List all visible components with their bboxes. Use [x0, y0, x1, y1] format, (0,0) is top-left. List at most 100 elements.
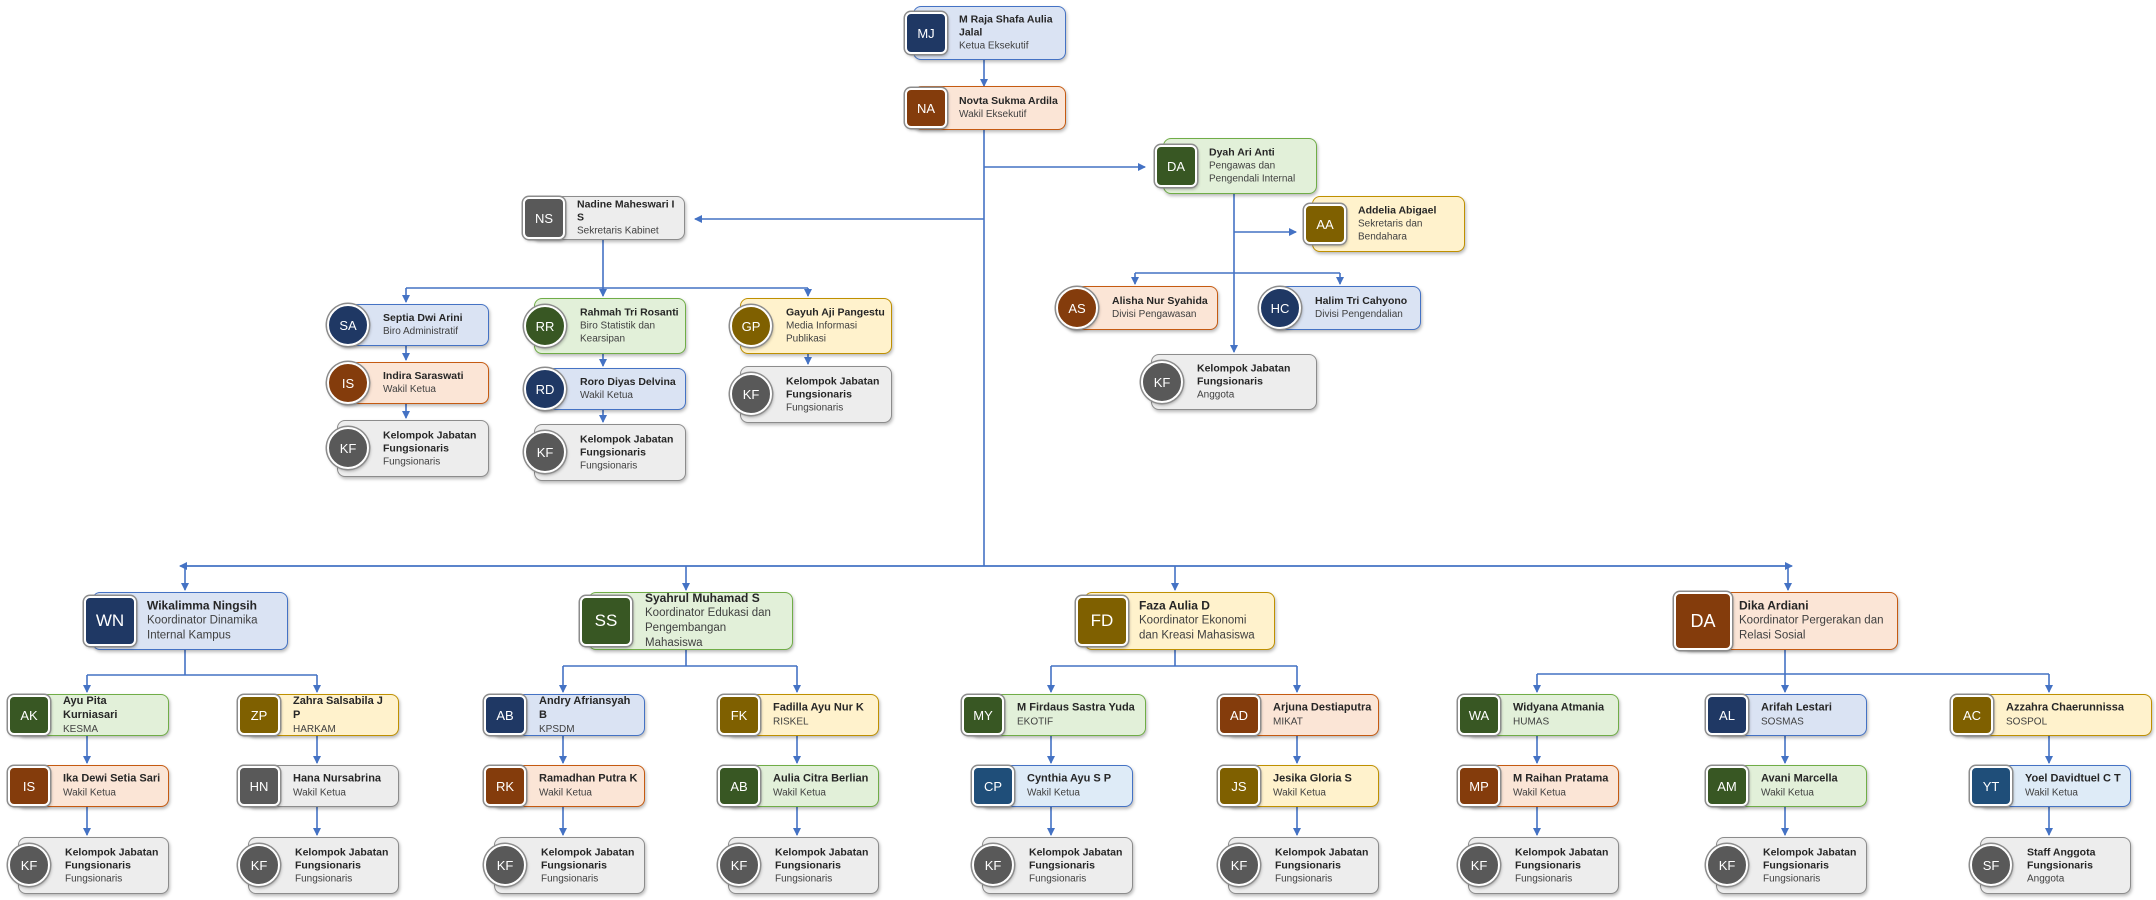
node-media-informasi-kf[interactable]: Kelompok Jabatan Fungsionaris Fungsionar…: [728, 366, 892, 423]
node-ekotif-wakil[interactable]: Cynthia Ayu S P Wakil Ketua CP: [970, 765, 1133, 807]
node-name: Kelompok Jabatan Fungsionaris: [1197, 362, 1291, 388]
node-name: Dyah Ari Anti: [1209, 146, 1275, 159]
node-harkam-wakil[interactable]: Hana Nursabrina Wakil Ketua HN: [236, 765, 399, 807]
avatar: SS: [580, 596, 632, 646]
node-kf-pengawas[interactable]: Kelompok Jabatan Fungsionaris Anggota KF: [1139, 354, 1317, 410]
node-kpsdm-kf[interactable]: Kelompok Jabatan Fungsionaris Fungsionar…: [482, 837, 645, 894]
avatar: AB: [484, 695, 526, 735]
node-mikat-wakil[interactable]: Jesika Gloria S Wakil Ketua JS: [1216, 765, 1379, 807]
node-role: MIKAT: [1273, 716, 1303, 728]
node-name: Azzahra Chaerunnissa: [2006, 701, 2124, 714]
node-name: Kelompok Jabatan Fungsionaris: [580, 432, 674, 458]
node-kesma[interactable]: Ayu Pita Kurniasari KESMA AK: [6, 694, 169, 736]
node-role: Wakil Ketua: [1513, 787, 1566, 799]
node-role: Wakil Ketua: [63, 787, 116, 799]
node-role: Wakil Ketua: [293, 787, 346, 799]
avatar: CP: [972, 766, 1014, 806]
avatar: AA: [1304, 204, 1346, 244]
node-koordinator-ekonomi[interactable]: Faza Aulia D Koordinator Ekonomi dan Kre…: [1074, 592, 1275, 650]
node-humas-wakil[interactable]: M Raihan Pratama Wakil Ketua MP: [1456, 765, 1619, 807]
node-kpsdm-wakil[interactable]: Ramadhan Putra K Wakil Ketua RK: [482, 765, 645, 807]
node-ekotif-kf[interactable]: Kelompok Jabatan Fungsionaris Fungsionar…: [970, 837, 1133, 894]
node-role: Koordinator Dinamika Internal Kampus: [147, 614, 258, 642]
node-role: Anggota: [1197, 389, 1235, 401]
avatar: DA: [1155, 145, 1197, 187]
node-biro-statistik[interactable]: Rahmah Tri Rosanti Biro Statistik dan Ke…: [522, 298, 686, 354]
node-koordinator-internal[interactable]: Wikalimma Ningsih Koordinator Dinamika I…: [82, 592, 288, 650]
node-sekretaris-bendahara[interactable]: Addelia Abigael Sekretaris dan Bendahara…: [1302, 196, 1465, 252]
avatar: SF: [1970, 844, 2012, 886]
avatar: ZP: [238, 695, 280, 735]
node-role: Wakil Eksekutif: [959, 109, 1027, 121]
node-sospol[interactable]: Azzahra Chaerunnissa SOSPOL AC: [1949, 694, 2152, 736]
node-sosmas[interactable]: Arifah Lestari SOSMAS AL: [1704, 694, 1867, 736]
avatar: KF: [730, 373, 772, 415]
node-role: Fungsionaris: [580, 460, 638, 472]
avatar: MY: [962, 695, 1004, 735]
node-riskel-wakil[interactable]: Aulia Citra Berlian Wakil Ketua AB: [716, 765, 879, 807]
node-biro-administratif-kf[interactable]: Kelompok Jabatan Fungsionaris Fungsionar…: [325, 420, 489, 477]
node-divisi-pengawasan[interactable]: Alisha Nur Syahida Divisi Pengawasan AS: [1054, 286, 1218, 330]
node-media-informasi[interactable]: Gayuh Aji Pangestu Media Informasi Publi…: [728, 298, 892, 354]
node-harkam-kf[interactable]: Kelompok Jabatan Fungsionaris Fungsionar…: [236, 837, 399, 894]
avatar: AD: [1218, 695, 1260, 735]
node-name: Roro Diyas Delvina: [580, 375, 676, 388]
node-pengawas[interactable]: Dyah Ari Anti Pengawas dan Pengendali In…: [1153, 138, 1317, 194]
node-kesma-kf[interactable]: Kelompok Jabatan Fungsionaris Fungsionar…: [6, 837, 169, 894]
node-name: Andry Afriansyah B: [539, 694, 631, 721]
avatar: WA: [1458, 695, 1500, 735]
node-name: Kelompok Jabatan Fungsionaris: [786, 374, 880, 400]
avatar: RK: [484, 766, 526, 806]
avatar: FD: [1076, 596, 1128, 646]
node-kesma-wakil[interactable]: Ika Dewi Setia Sari Wakil Ketua IS: [6, 765, 169, 807]
node-sospol-wakil[interactable]: Yoel Davidtuel C T Wakil Ketua YT: [1968, 765, 2131, 807]
node-koordinator-sosial[interactable]: Dika Ardiani Koordinator Pergerakan dan …: [1672, 592, 1898, 650]
node-riskel[interactable]: Fadilla Ayu Nur K RISKEL FK: [716, 694, 879, 736]
avatar: GP: [730, 305, 772, 347]
node-harkam[interactable]: Zahra Salsabila J P HARKAM ZP: [236, 694, 399, 736]
avatar: RR: [524, 305, 566, 347]
node-role: Wakil Ketua: [539, 787, 592, 799]
avatar: FK: [718, 695, 760, 735]
avatar: MJ: [905, 12, 947, 54]
node-name: M Raihan Pratama: [1513, 772, 1609, 785]
node-name: Kelompok Jabatan Fungsionaris: [1515, 845, 1609, 871]
node-biro-administratif-wakil[interactable]: Indira Saraswati Wakil Ketua IS: [325, 362, 489, 404]
node-role: Sekretaris dan Bendahara: [1358, 218, 1423, 243]
node-riskel-kf[interactable]: Kelompok Jabatan Fungsionaris Fungsionar…: [716, 837, 879, 894]
avatar: AM: [1706, 766, 1748, 806]
node-humas[interactable]: Widyana Atmania HUMAS WA: [1456, 694, 1619, 736]
node-name: Kelompok Jabatan Fungsionaris: [383, 428, 477, 454]
node-ekotif[interactable]: M Firdaus Sastra Yuda EKOTIF MY: [960, 694, 1146, 736]
node-role: Fungsionaris: [1275, 873, 1333, 885]
node-name: Kelompok Jabatan Fungsionaris: [65, 845, 159, 871]
avatar: KF: [238, 844, 280, 886]
avatar: WN: [84, 596, 136, 646]
node-mikat-kf[interactable]: Kelompok Jabatan Fungsionaris Fungsionar…: [1216, 837, 1379, 894]
node-biro-administratif[interactable]: Septia Dwi Arini Biro Administratif SA: [325, 304, 489, 346]
node-sospol-kf[interactable]: Staff Anggota Fungsionaris Anggota SF: [1968, 837, 2131, 894]
node-biro-statistik-wakil[interactable]: Roro Diyas Delvina Wakil Ketua RD: [522, 368, 686, 410]
node-role: Biro Administratif: [383, 326, 459, 338]
node-kpsdm[interactable]: Andry Afriansyah B KPSDM AB: [482, 694, 645, 736]
node-biro-statistik-kf[interactable]: Kelompok Jabatan Fungsionaris Fungsionar…: [522, 424, 686, 481]
node-name: Jesika Gloria S: [1273, 772, 1352, 785]
node-role: Sekretaris Kabinet: [577, 225, 659, 237]
node-mikat[interactable]: Arjuna Destiaputra MIKAT AD: [1216, 694, 1379, 736]
node-divisi-pengendalian[interactable]: Halim Tri Cahyono Divisi Pengendalian HC: [1257, 286, 1421, 330]
node-koordinator-edukasi[interactable]: Syahrul Muhamad S Koordinator Edukasi da…: [578, 592, 793, 650]
node-sosmas-wakil[interactable]: Avani Marcella Wakil Ketua AM: [1704, 765, 1867, 807]
node-name: Kelompok Jabatan Fungsionaris: [1275, 845, 1369, 871]
avatar: KF: [718, 844, 760, 886]
node-wakil-eksekutif[interactable]: Novta Sukma Ardila Wakil Eksekutif NA: [903, 86, 1066, 130]
node-sekretaris-kabinet[interactable]: Nadine Maheswari I S Sekretaris Kabinet …: [521, 196, 685, 240]
node-humas-kf[interactable]: Kelompok Jabatan Fungsionaris Fungsionar…: [1456, 837, 1619, 894]
node-sosmas-kf[interactable]: Kelompok Jabatan Fungsionaris Fungsionar…: [1704, 837, 1867, 894]
avatar: KF: [484, 844, 526, 886]
node-role: Fungsionaris: [1515, 873, 1573, 885]
node-name: Aulia Citra Berlian: [773, 772, 869, 785]
node-name: Kelompok Jabatan Fungsionaris: [295, 845, 389, 871]
node-ketua[interactable]: M Raja Shafa Aulia Jalal Ketua Eksekutif…: [903, 6, 1066, 60]
node-role: Wakil Ketua: [773, 787, 826, 799]
avatar: NA: [905, 88, 947, 128]
